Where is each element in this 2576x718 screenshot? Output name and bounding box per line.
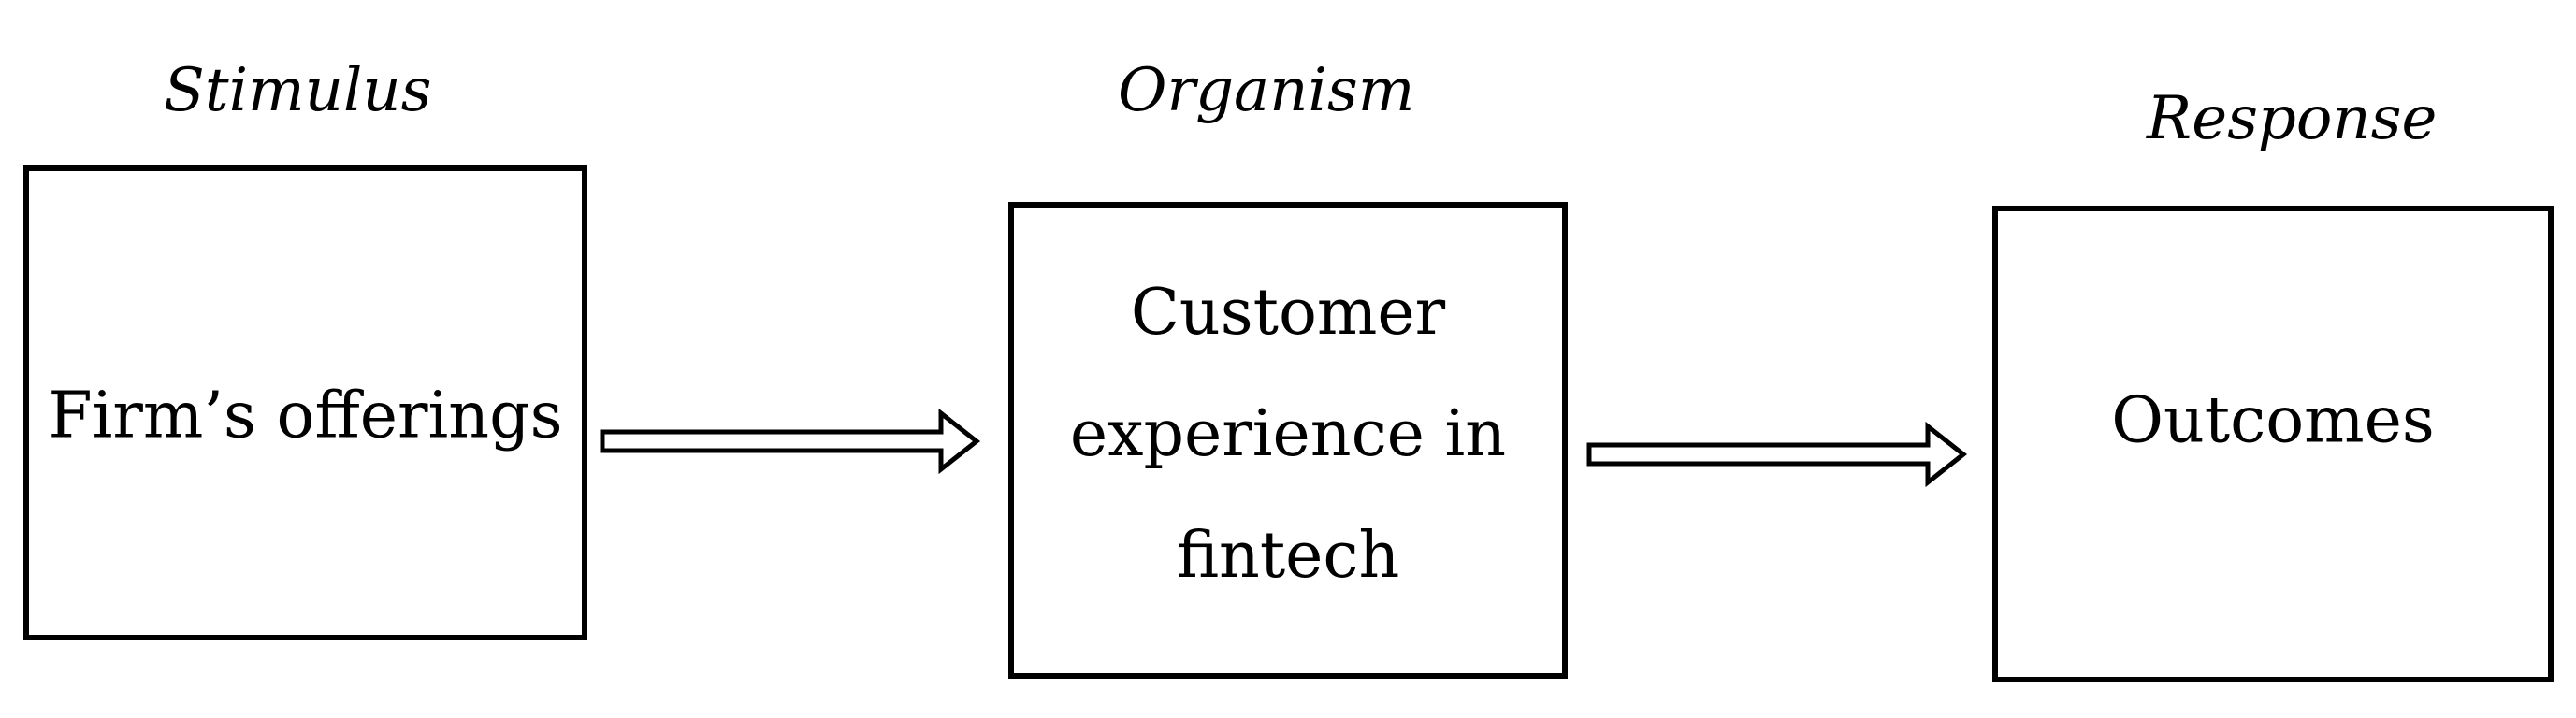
- organism-box-text: Customer experience in fintech: [1014, 252, 1562, 617]
- organism-to-response-arrow-icon: [1586, 421, 1968, 488]
- organism-box: Customer experience in fintech: [1008, 202, 1568, 679]
- stimulus-box: Firm’s offerings: [23, 165, 587, 640]
- stimulus-box-text: Firm’s offerings: [48, 379, 563, 453]
- organism-line-3: fintech: [1176, 519, 1400, 593]
- organism-line-1: Customer: [1130, 276, 1446, 350]
- response-box: Outcomes: [1992, 206, 2554, 682]
- organism-label: Organism: [1118, 56, 1415, 125]
- response-label: Response: [2147, 84, 2438, 153]
- stimulus-label: Stimulus: [164, 56, 432, 125]
- stimulus-to-organism-arrow-icon: [600, 408, 981, 475]
- response-box-text: Outcomes: [2111, 383, 2435, 458]
- organism-line-2: experience in: [1069, 397, 1507, 471]
